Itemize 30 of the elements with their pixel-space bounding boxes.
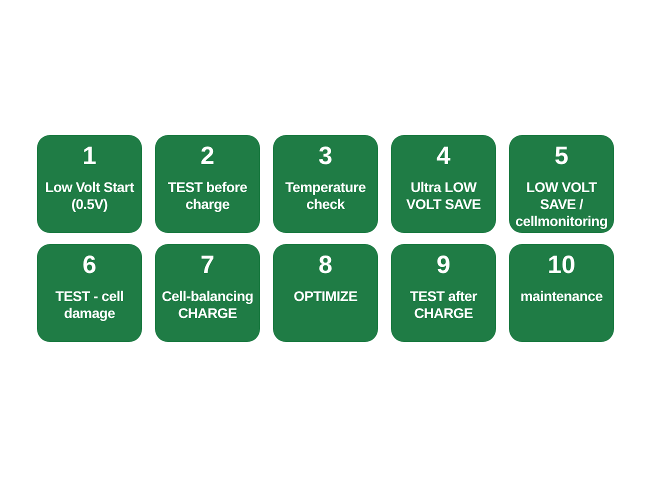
step-label: Ultra LOW VOLT SAVE bbox=[405, 179, 482, 213]
step-label: Low Volt Start (0.5V) bbox=[44, 179, 136, 213]
step-label: Cell-balancing CHARGE bbox=[160, 288, 254, 322]
step-label: TEST before charge bbox=[166, 179, 248, 213]
step-tile bbox=[155, 135, 260, 233]
step-tile bbox=[391, 244, 496, 342]
step-number: 7 bbox=[200, 250, 216, 280]
step-number: 9 bbox=[436, 250, 452, 280]
step-tile bbox=[273, 244, 378, 342]
step-number: 8 bbox=[318, 250, 334, 280]
step-number: 6 bbox=[82, 250, 98, 280]
step-tile bbox=[37, 135, 142, 233]
step-label: TEST - cell damage bbox=[54, 288, 125, 322]
step-number: 3 bbox=[318, 141, 334, 171]
step-tile bbox=[509, 244, 614, 342]
step-number: 1 bbox=[82, 141, 98, 171]
step-tile bbox=[273, 135, 378, 233]
step-number: 5 bbox=[554, 141, 570, 171]
step-number: 10 bbox=[546, 250, 576, 280]
step-label: Temperature check bbox=[284, 179, 367, 213]
step-number: 4 bbox=[436, 141, 452, 171]
step-number: 2 bbox=[200, 141, 216, 171]
step-label: maintenance bbox=[519, 288, 604, 305]
step-tile bbox=[509, 135, 614, 233]
step-tile bbox=[391, 135, 496, 233]
step-tile bbox=[37, 244, 142, 342]
step-label: TEST after CHARGE bbox=[408, 288, 478, 322]
step-label: LOW VOLT SAVE / cellmonitoring bbox=[514, 179, 609, 230]
step-tile bbox=[155, 244, 260, 342]
step-label: OPTIMIZE bbox=[292, 288, 358, 305]
